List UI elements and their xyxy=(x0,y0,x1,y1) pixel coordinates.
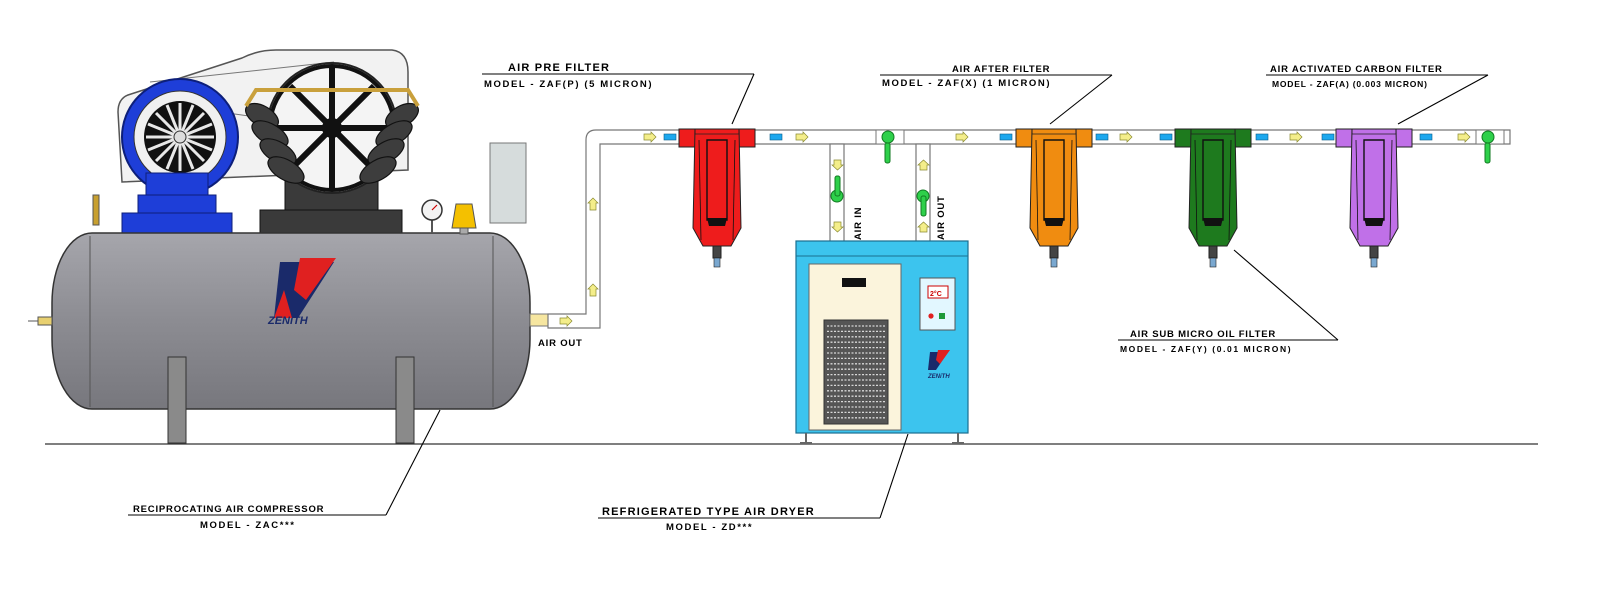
callout-dryer: REFRIGERATED TYPE AIR DRYER MODEL - ZD**… xyxy=(598,433,909,533)
filter-drain xyxy=(712,245,722,259)
zenith-logo-text: ZENiTH xyxy=(267,315,309,327)
carbon-filter-model: MODEL - ZAF(A) (0.003 MICRON) xyxy=(1272,79,1428,89)
filter-element xyxy=(706,139,728,221)
arrow-icon xyxy=(587,283,599,297)
dryer-control-box xyxy=(919,277,956,331)
arrow-icon xyxy=(587,197,599,211)
flow-arrows xyxy=(559,131,1471,327)
arrow-icon xyxy=(643,131,657,143)
filter-bowl-rim xyxy=(694,128,740,135)
air-pre-filter xyxy=(678,128,756,268)
arrow-icon xyxy=(955,131,969,143)
compressor-air-out-label: AIR OUT xyxy=(538,338,583,349)
callout-pre-filter: AIR PRE FILTER MODEL - ZAF(P) (5 MICRON) xyxy=(482,62,755,125)
filter-drain xyxy=(1208,245,1218,259)
filter-element xyxy=(1363,139,1385,221)
compressor-pump xyxy=(244,62,420,235)
filter-bowl-edge-left xyxy=(698,139,702,241)
oil-filter-model: MODEL - ZAF(Y) (0.01 MICRON) xyxy=(1120,344,1292,354)
filter-drain-valve xyxy=(1209,257,1217,268)
arrow-icon xyxy=(559,315,573,327)
after-filter-title: AIR AFTER FILTER xyxy=(952,64,1050,75)
air-after-filter xyxy=(1015,128,1093,268)
after-filter-model: MODEL - ZAF(X) (1 MICRON) xyxy=(882,78,1051,89)
filter-element xyxy=(1043,139,1065,221)
tank-leg-right xyxy=(395,356,415,444)
dryer-outlet-valve xyxy=(916,189,930,217)
filter-bowl-rim xyxy=(1190,128,1236,135)
pipe-couplings xyxy=(663,133,1433,141)
callout-carbon-filter: AIR ACTIVATED CARBON FILTER MODEL - ZAF(… xyxy=(1266,64,1489,125)
filter-drain-valve xyxy=(713,257,721,268)
dryer-logo: ZENiTH xyxy=(927,350,950,380)
arrow-icon xyxy=(795,131,809,143)
dryer-vent-grille xyxy=(827,325,885,419)
dryer-vent xyxy=(823,319,889,425)
arrow-icon xyxy=(831,159,844,171)
filter-element xyxy=(1202,139,1224,221)
ball-valve-icon xyxy=(1481,130,1495,144)
pressure-switch-icon xyxy=(451,203,477,229)
dryer-display xyxy=(927,285,949,299)
filter-bowl-edge-right xyxy=(1228,139,1232,241)
arrow-icon xyxy=(917,221,930,233)
arrow-icon xyxy=(1457,131,1471,143)
filter-bowl-edge-right xyxy=(1389,139,1393,241)
filter-bowl-rim xyxy=(1351,128,1397,135)
dryer-indicator-green xyxy=(939,313,945,319)
filter-drain-valve xyxy=(1370,257,1378,268)
ball-valve-icon xyxy=(881,130,895,144)
callout-after-filter: AIR AFTER FILTER MODEL - ZAF(X) (1 MICRO… xyxy=(880,64,1113,125)
arrow-icon xyxy=(1119,131,1133,143)
pre-filter-model: MODEL - ZAF(P) (5 MICRON) xyxy=(484,79,653,90)
air-compressor: ZENiTH xyxy=(28,49,549,444)
dryer-air-in-label: AIR IN xyxy=(853,207,864,240)
dryer-logo-text: ZENiTH xyxy=(927,374,950,380)
air-activated-carbon-filter xyxy=(1335,128,1413,268)
filter-bowl-edge-left xyxy=(1035,139,1039,241)
refrigerated-air-dryer: 2°C ZENiTH xyxy=(795,240,969,444)
filter-bowl-rim xyxy=(1031,128,1077,135)
filter-bowl-edge-left xyxy=(1194,139,1198,241)
dryer-indicator-red xyxy=(928,313,934,319)
pressure-gauge-icon xyxy=(421,199,443,233)
callout-compressor: RECIPROCATING AIR COMPRESSOR MODEL - ZAC… xyxy=(128,409,441,531)
filter-element-cap xyxy=(1203,218,1223,226)
filter-bowl-edge-right xyxy=(1069,139,1073,241)
outlet-valve xyxy=(1475,129,1505,164)
filter-element-cap xyxy=(1364,218,1384,226)
air-sub-micro-oil-filter xyxy=(1174,128,1252,268)
filter-drain xyxy=(1369,245,1379,259)
motor xyxy=(121,78,239,234)
filter-element-cap xyxy=(707,218,727,226)
callout-oil-filter: AIR SUB MICRO OIL FILTER MODEL - ZAF(Y) … xyxy=(1118,249,1339,354)
filter-bowl-edge-right xyxy=(732,139,736,241)
control-panel xyxy=(489,142,527,224)
filter-bowl-edge-left xyxy=(1355,139,1359,241)
dryer-title: REFRIGERATED TYPE AIR DRYER xyxy=(602,506,815,518)
dryer-inlet-valve xyxy=(830,175,844,203)
compressor-title: RECIPROCATING AIR COMPRESSOR xyxy=(133,504,324,515)
carbon-filter-title: AIR ACTIVATED CARBON FILTER xyxy=(1270,64,1443,75)
arrow-icon xyxy=(1289,131,1303,143)
zenith-logo: ZENiTH xyxy=(267,258,336,327)
compressor-model: MODEL - ZAC*** xyxy=(200,520,296,531)
arrow-icon xyxy=(917,159,930,171)
filter-element-cap xyxy=(1044,218,1064,226)
dryer-display-value: 2°C xyxy=(930,290,942,298)
filter-drain-valve xyxy=(1050,257,1058,268)
dryer-air-out-label: AIR OUT xyxy=(936,195,947,240)
dryer-model: MODEL - ZD*** xyxy=(666,522,753,533)
tank-leg-left xyxy=(167,356,187,444)
bypass-valve xyxy=(875,129,905,164)
pre-filter-title: AIR PRE FILTER xyxy=(508,62,610,74)
arrow-icon xyxy=(831,221,844,233)
filter-drain xyxy=(1049,245,1059,259)
oil-filter-title: AIR SUB MICRO OIL FILTER xyxy=(1130,329,1276,340)
